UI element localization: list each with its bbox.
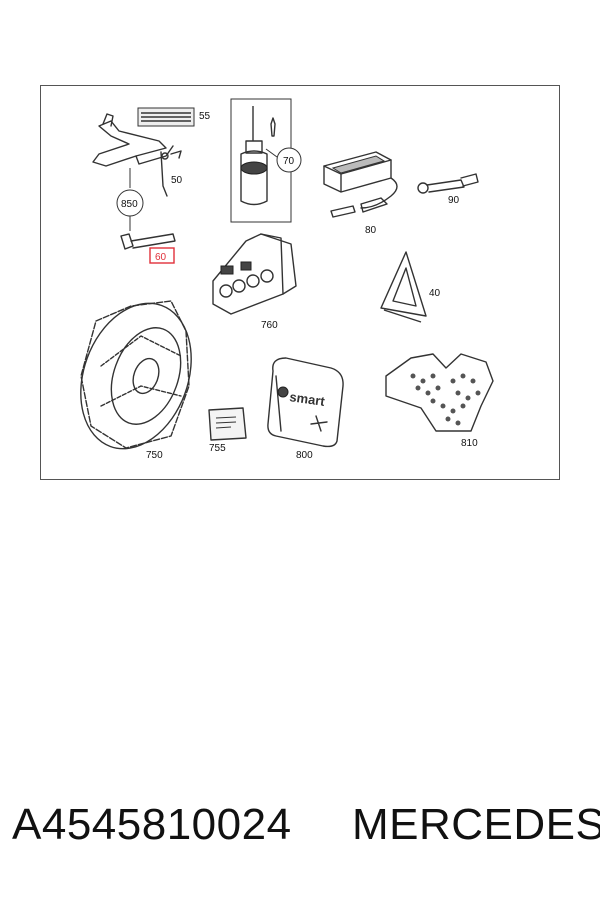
callout-760: 760	[261, 320, 278, 331]
car-jack-part	[92, 113, 182, 197]
bulb-kit-part	[212, 233, 297, 315]
callout-60: 60	[155, 252, 167, 263]
first-aid-kit-part: smart	[267, 357, 344, 448]
towing-eye-part	[417, 173, 479, 194]
callout-800: 800	[296, 450, 313, 461]
callout-755: 755	[209, 443, 226, 454]
sealant-bottle-part	[240, 106, 276, 206]
compressor-part	[323, 151, 398, 218]
callout-90: 90	[448, 195, 460, 206]
part-number: A4545810024	[12, 800, 292, 849]
warning-triangle-part	[380, 251, 427, 323]
callout-55: 55	[199, 111, 211, 122]
parts-diagram: 55 50 850 60 70 80	[40, 85, 560, 480]
snow-chain-part	[80, 300, 192, 450]
safety-vest-part	[385, 353, 494, 432]
callout-80: 80	[365, 225, 377, 236]
kit-logo-text: smart	[289, 389, 327, 409]
callout-50: 50	[171, 175, 183, 186]
wheel-wrench-part	[120, 233, 176, 250]
callout-70: 70	[283, 156, 295, 167]
callout-750: 750	[146, 450, 163, 461]
brand-name: MERCEDES	[352, 800, 600, 849]
manual-part	[208, 407, 247, 441]
callout-60-highlight	[149, 247, 175, 264]
footer: A4545810024 MERCEDES	[12, 800, 600, 860]
warning-label-part	[137, 107, 195, 127]
callout-70-circle	[276, 147, 302, 173]
callout-40: 40	[429, 288, 441, 299]
callout-850: 850	[121, 199, 138, 210]
callout-810: 810	[461, 438, 478, 449]
